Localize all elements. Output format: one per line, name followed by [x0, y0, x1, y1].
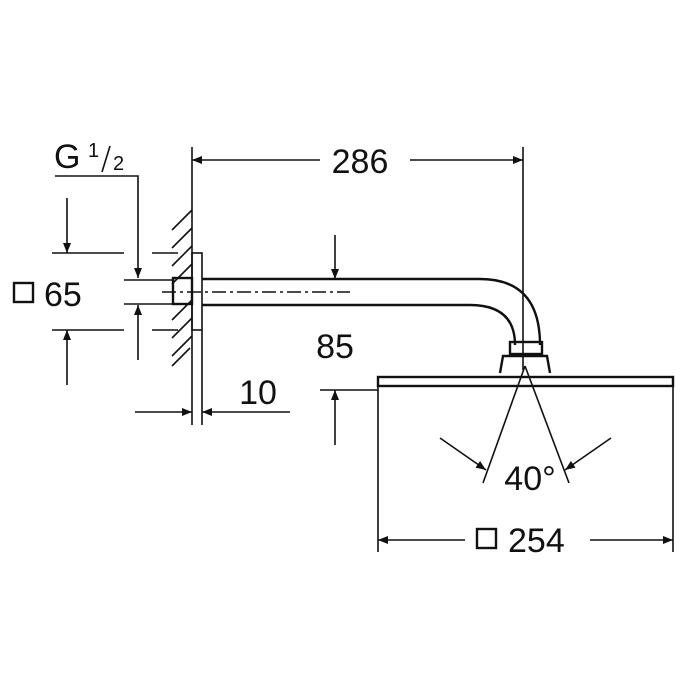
- dim-10-label: 10: [239, 374, 277, 412]
- thread-dimension: G 1 2: [54, 138, 172, 360]
- dim-254-label: 254: [508, 522, 565, 560]
- thread-label: G: [54, 138, 80, 176]
- wall: [171, 147, 193, 425]
- dimension-65: 65: [12, 198, 178, 385]
- dim-286-label: 286: [332, 143, 389, 181]
- thread-fraction-den: 2: [113, 153, 124, 175]
- thread-fraction-num: 1: [88, 140, 99, 162]
- square-symbol-icon: [12, 281, 35, 304]
- dimension-286: 286: [192, 143, 523, 181]
- square-symbol-icon: [475, 527, 498, 550]
- spray-angle: 40°: [439, 365, 612, 498]
- wall-hatching: [171, 209, 193, 367]
- shower-arm: [202, 147, 542, 370]
- shower-head: [376, 340, 675, 388]
- dimension-254: 254: [377, 386, 674, 560]
- angle-label: 40°: [504, 460, 555, 498]
- dimension-85: 85: [316, 235, 378, 445]
- dim-85-label: 85: [316, 328, 354, 366]
- fraction-slash: [101, 145, 111, 173]
- dimension-10: 10: [135, 374, 290, 416]
- dim-65-label: 65: [44, 276, 82, 314]
